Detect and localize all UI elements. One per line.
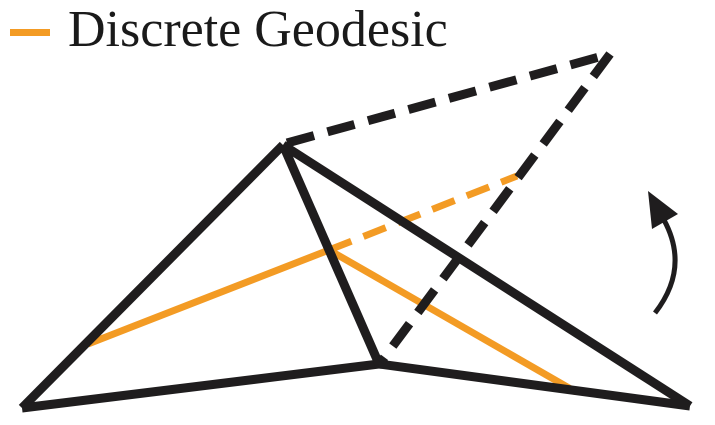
geodesic-segment-right	[327, 246, 578, 396]
unfolded-edge-diagonal	[377, 51, 614, 365]
mesh-edge-bottom-left	[21, 359, 380, 413]
rotation-arc	[653, 218, 678, 315]
mesh-edge-left	[18, 141, 287, 412]
legend: Discrete Geodesic	[10, 0, 448, 60]
legend-swatch	[10, 28, 50, 36]
mesh-edge-top-right	[280, 141, 693, 410]
curved-arrow-icon	[648, 191, 678, 229]
mesh-edge-shared	[278, 143, 384, 366]
unfolded-edge-top	[285, 49, 612, 148]
legend-label: Discrete Geodesic	[68, 1, 448, 58]
geodesic-segment-left	[86, 246, 331, 348]
mesh-edge-bottom-right	[378, 359, 691, 411]
geodesic-segment-unfolded	[327, 172, 519, 254]
